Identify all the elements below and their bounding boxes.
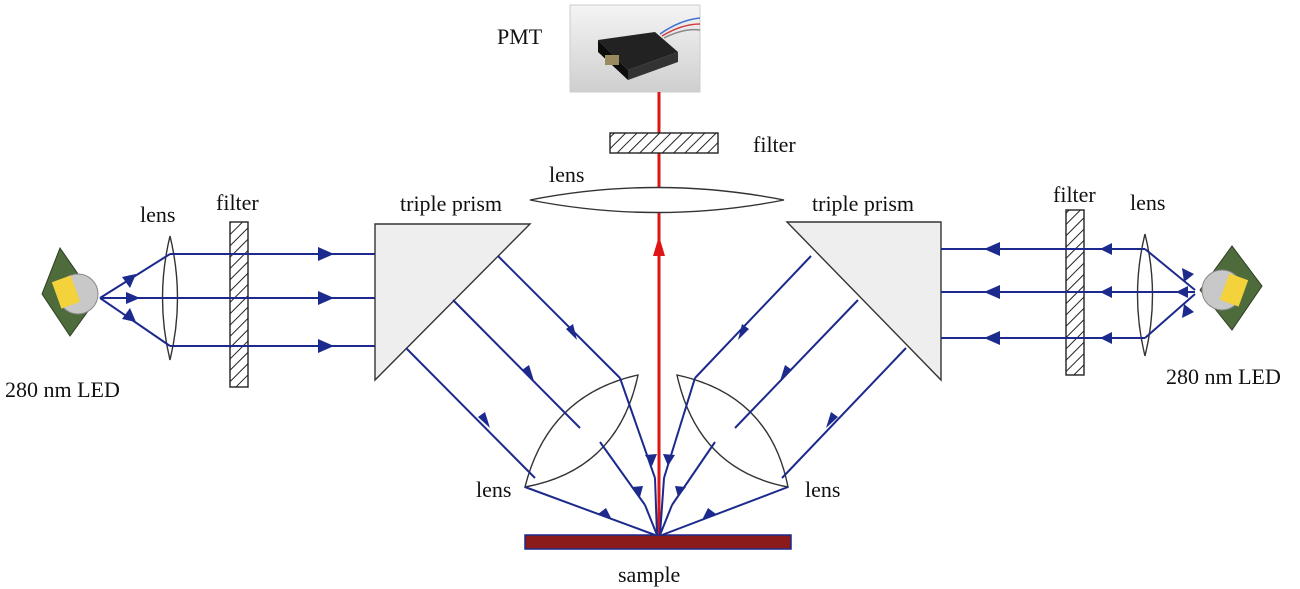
prism-left-label: triple prism [400, 191, 502, 216]
sample-label: sample [618, 562, 680, 587]
emission-arrow [653, 236, 665, 256]
right-uv-rays [941, 242, 1196, 345]
pmt-detector [569, 4, 701, 93]
led-right-label: 280 nm LED [1166, 364, 1281, 389]
led-left [41, 246, 99, 337]
right-lens [1136, 233, 1154, 357]
left-lens-label: lens [140, 202, 175, 227]
sample-plate [524, 534, 792, 550]
pmt-label: PMT [497, 24, 543, 49]
bottom-left-lens-label: lens [476, 477, 511, 502]
led-right [1199, 245, 1263, 331]
led-left-label: 280 nm LED [5, 377, 120, 402]
left-diagonal-rays [405, 255, 658, 536]
bottom-right-lens-label: lens [805, 477, 840, 502]
prism-left [374, 223, 532, 382]
right-filter-label: filter [1053, 182, 1096, 207]
bottom-left-lens [524, 374, 639, 488]
top-filter [609, 132, 719, 154]
prism-right [785, 221, 942, 382]
bottom-right-lens [676, 374, 789, 488]
left-filter [229, 221, 249, 388]
top-filter-label: filter [753, 132, 796, 157]
top-lens-label: lens [549, 162, 584, 187]
prism-right-label: triple prism [812, 191, 914, 216]
right-lens-label: lens [1130, 190, 1165, 215]
left-uv-rays [99, 247, 375, 353]
right-diagonal-rays [659, 255, 907, 536]
left-filter-label: filter [216, 190, 259, 215]
top-lens [529, 186, 785, 214]
